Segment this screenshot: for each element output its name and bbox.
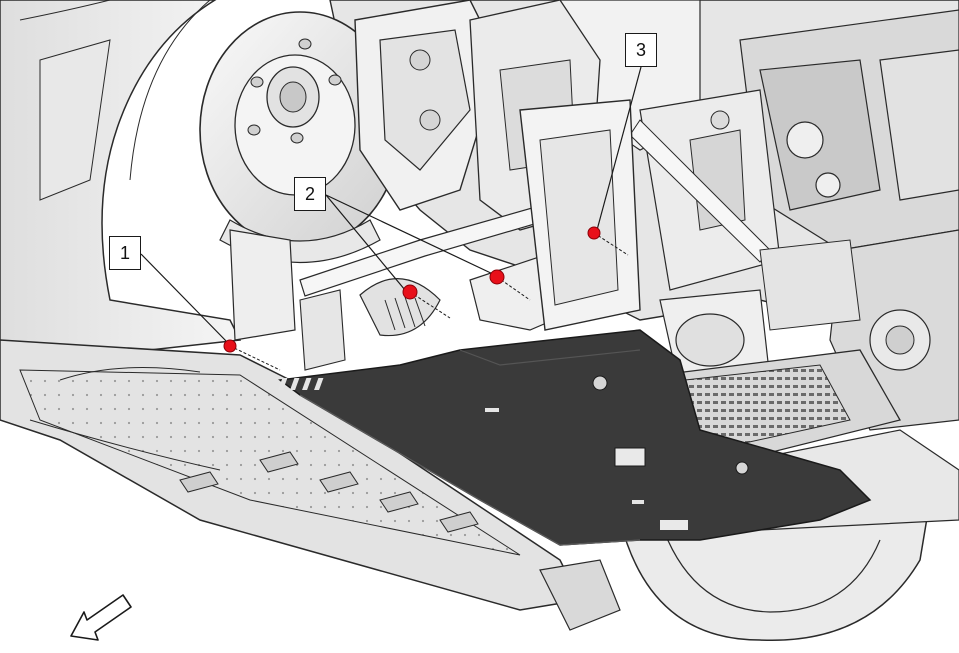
callout-3: 3	[625, 33, 657, 67]
fasteners	[223, 226, 629, 371]
wheel-well-liner	[0, 0, 296, 381]
callout-2: 2	[294, 177, 326, 211]
engine-bay-background	[329, 0, 959, 431]
leader-lines	[140, 66, 642, 345]
fastener-marker-2b	[489, 269, 531, 301]
fastener-marker-2a	[402, 284, 451, 319]
fastener-marker-1	[223, 339, 281, 371]
fastener-marker-3	[587, 226, 629, 256]
skid-plate	[278, 329, 872, 546]
underbody-closeout-panel	[0, 339, 621, 631]
shield-bracket	[519, 99, 641, 331]
callout-1: 1	[109, 236, 141, 270]
front-direction-arrow-icon	[70, 594, 132, 641]
